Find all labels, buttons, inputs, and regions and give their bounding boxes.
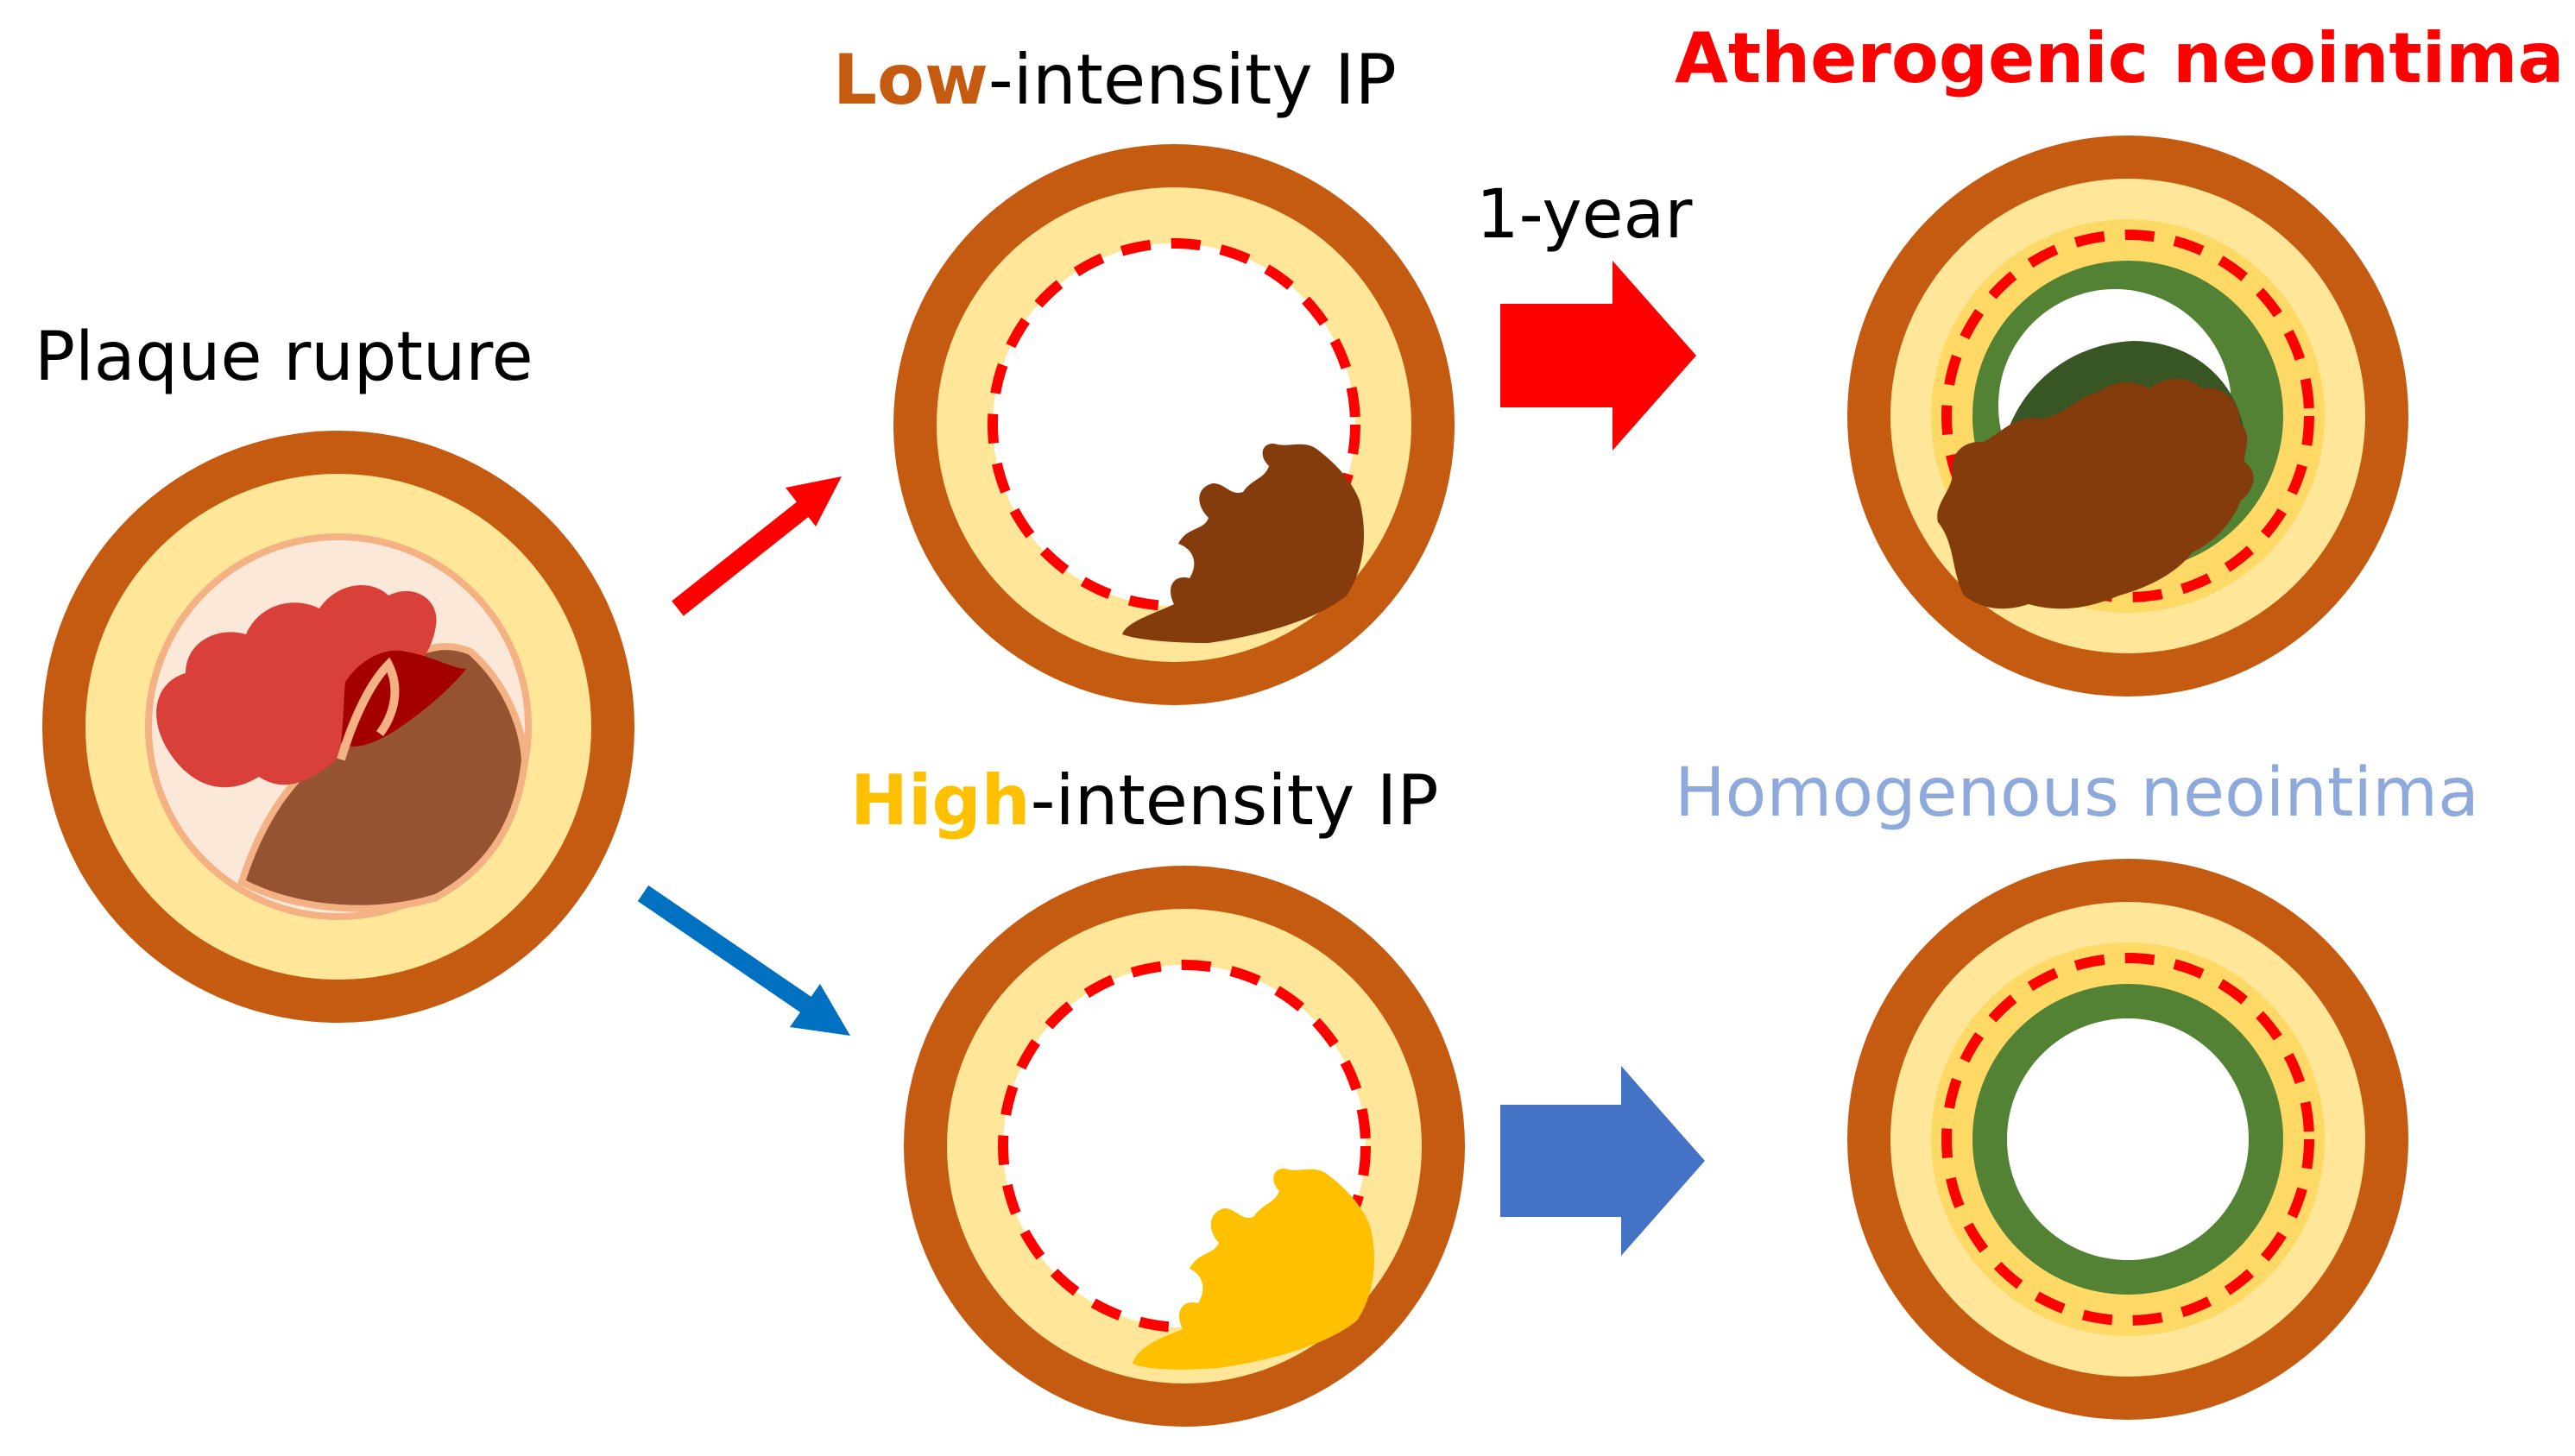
low-intensity-plaque — [1122, 444, 1364, 643]
arrow-to-low-intensity — [672, 476, 842, 616]
label-high-intensity-ip: High-intensity IP — [850, 760, 1439, 841]
vessel-low-intensity — [893, 144, 1455, 705]
label-homogenous-neointima: Homogenous neointima — [1675, 754, 2479, 832]
block-arrow-red — [1500, 261, 1696, 451]
label-high-accent: High — [850, 760, 1031, 841]
vessel-homogenous — [1847, 859, 2408, 1420]
label-high-rest: -intensity IP — [1031, 760, 1439, 841]
stent-strut-ring — [1941, 953, 2314, 1326]
vessel-plaque-rupture — [42, 431, 634, 1023]
label-low-accent: Low — [833, 40, 988, 120]
lumen — [2007, 1018, 2249, 1260]
stent-strut-ring — [998, 960, 1371, 1333]
high-intensity-plaque — [1133, 1169, 1374, 1370]
label-low-intensity-ip: Low-intensity IP — [833, 40, 1397, 120]
label-plaque-rupture: Plaque rupture — [35, 318, 533, 396]
stent-strut-ring — [988, 238, 1360, 611]
vessel-atherogenic — [1847, 136, 2408, 696]
block-arrow-blue — [1500, 1066, 1705, 1256]
label-low-rest: -intensity IP — [988, 40, 1397, 120]
vessel-high-intensity — [904, 866, 1465, 1427]
rupture-flap — [337, 657, 400, 761]
arrow-to-high-intensity — [637, 885, 850, 1036]
atherogenic-plaque — [1937, 378, 2254, 609]
thrombus — [156, 585, 437, 788]
label-atherogenic-neointima: Atherogenic neointima — [1675, 18, 2565, 98]
label-one-year: 1-year — [1476, 176, 1693, 254]
stent-strut-ring — [1941, 230, 2314, 602]
dark-thrombus — [341, 650, 466, 747]
